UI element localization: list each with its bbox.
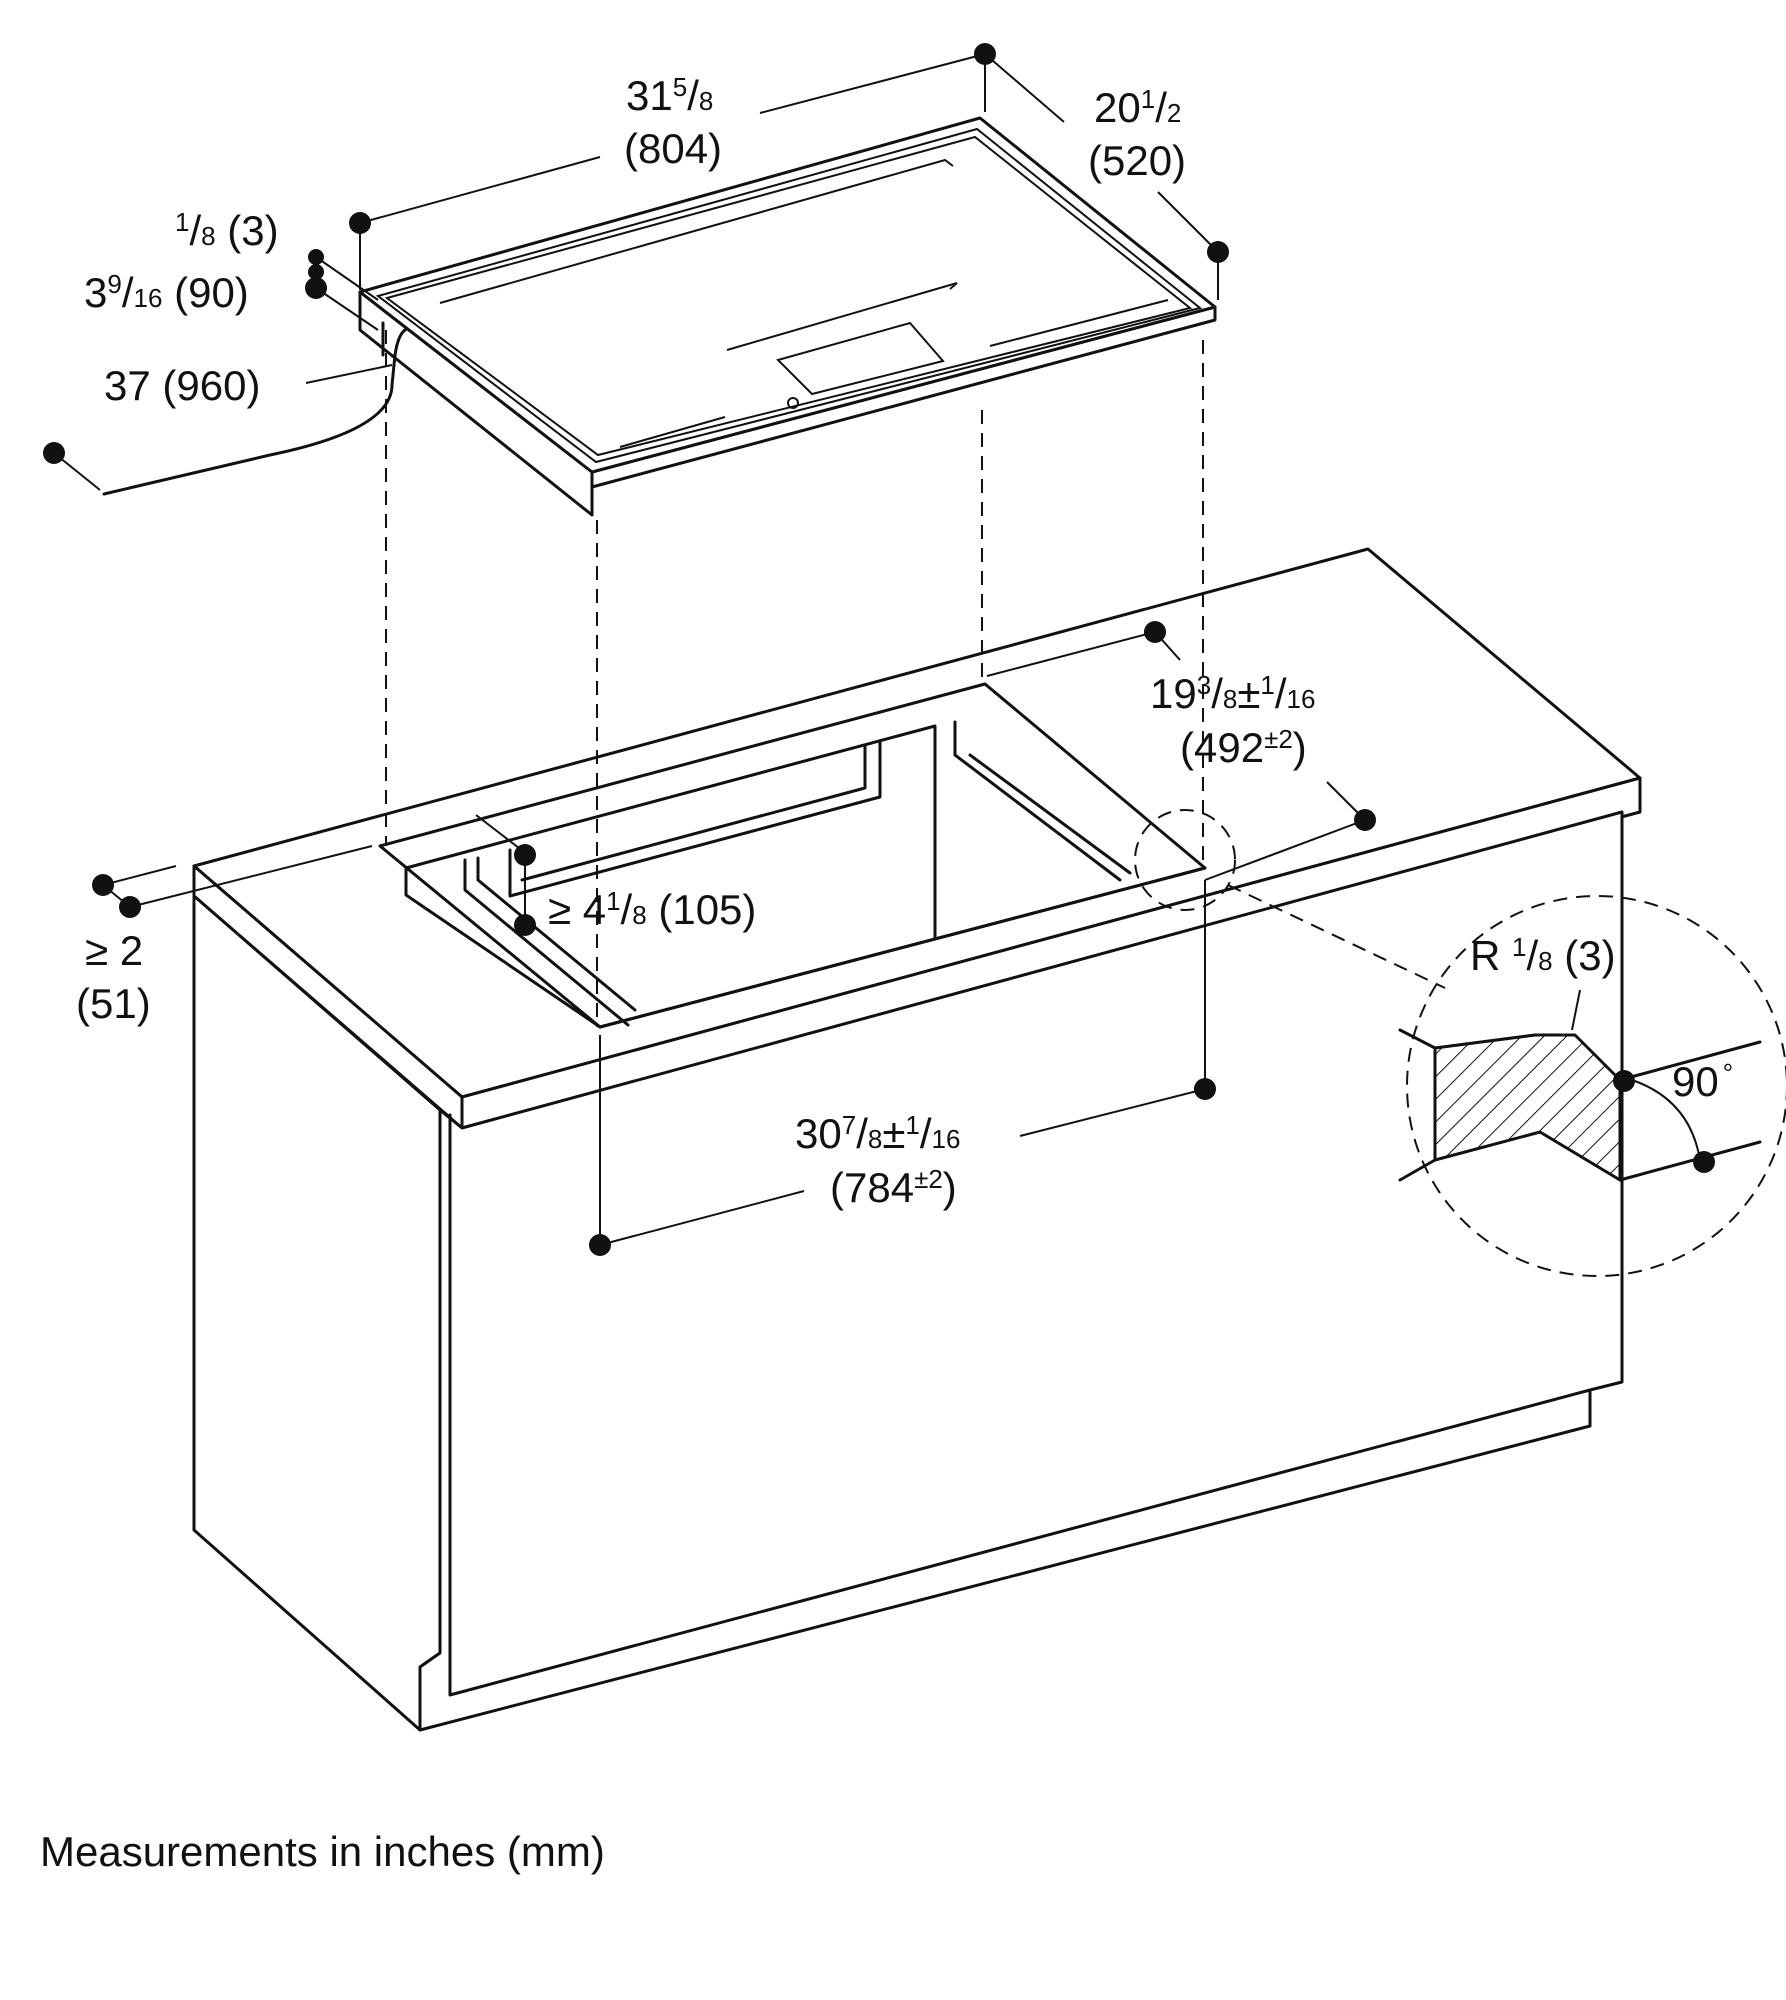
dim-height-line: [315, 287, 379, 331]
dim-front-dot-a: [92, 874, 114, 896]
section-outline-right-bottom: [1618, 1140, 1762, 1182]
dim-cutdepth-mm: (492±2): [1180, 724, 1307, 771]
detail-callout-leader: [1227, 884, 1446, 989]
power-cable: [102, 328, 407, 496]
dim-edge-dot-b: [308, 264, 324, 280]
detail-angle-label: 90°: [1672, 1058, 1733, 1105]
dim-cutdepth-line-d: [1204, 819, 1366, 881]
dim-cutwidth-dot-a: [589, 1234, 611, 1256]
angle-dot-a: [1613, 1070, 1635, 1092]
support-rail-left: [463, 858, 630, 1027]
dim-cutwidth-line-b: [1019, 1088, 1206, 1137]
support-rail-right-2: [968, 753, 1132, 875]
support-rail-back-2: [520, 743, 867, 882]
cooking-zone-mark-2: [726, 282, 958, 351]
cabinet: [192, 547, 1642, 1732]
dim-edge-label: 1/8 (3): [175, 207, 279, 254]
angle-dot-b: [1693, 1151, 1715, 1173]
measurement-caption: Measurements in inches (mm): [40, 1828, 605, 1875]
dim-edge-line: [315, 256, 379, 301]
dim-front-dot-b: [119, 896, 141, 918]
dim-width-label: 315/8: [626, 72, 713, 119]
dim-cutdepth-label: 193/8±1/16: [1150, 670, 1315, 717]
dim-side-label: ≥ 41/8 (105): [548, 886, 756, 933]
dim-front-mm: (51): [76, 980, 151, 1027]
countertop-section: [1433, 1033, 1622, 1182]
cooktop-top-surface: [358, 116, 1217, 474]
dim-front-line-b: [129, 845, 373, 908]
cabinet-door-edge: [448, 1113, 1592, 1697]
support-rail-right: [953, 720, 1122, 882]
cooking-zone-mark-4: [619, 416, 726, 448]
dim-cutwidth-line-a: [599, 1190, 805, 1246]
cooking-zone-mark-3: [989, 299, 1169, 347]
dim-depth-line-a: [984, 53, 1065, 123]
control-panel: [776, 321, 945, 396]
dim-front-line-a: [102, 865, 177, 886]
dim-width-line-b: [759, 53, 986, 114]
dim-height-dot: [305, 277, 327, 299]
cabinet-front: [418, 810, 1624, 1732]
radius-leader: [1571, 989, 1581, 1031]
cutout-inner-left: [404, 866, 602, 1029]
dim-cutwidth-mm: (784±2): [830, 1164, 957, 1211]
support-rail-back: [508, 740, 882, 898]
dim-depth-mm: (520): [1088, 137, 1186, 184]
dim-cable-leader: [305, 364, 393, 384]
dim-width-dot-a: [349, 212, 371, 234]
dim-height-label: 39/16 (90): [84, 269, 249, 316]
angle-arc: [1631, 1079, 1701, 1161]
cooking-zone-mark-1: [439, 158, 954, 304]
power-indicator: [787, 397, 799, 409]
cutout-inner-back: [404, 724, 937, 940]
detail-callout-small: [1134, 809, 1236, 911]
dim-width-mm: (804): [624, 125, 722, 172]
dim-depth-line-b: [1157, 191, 1219, 253]
detail-radius-label: R 1/8 (3): [1470, 932, 1616, 979]
dim-cutdepth-dot-b: [1354, 809, 1376, 831]
dim-cable-label: 37 (960): [104, 362, 260, 409]
dim-cutdepth-line-a: [986, 631, 1156, 677]
section-outline-left: [1398, 1028, 1437, 1050]
section-outline-right-top: [1618, 1040, 1762, 1082]
dim-depth-dot: [1207, 241, 1229, 263]
cable-dim-dot: [43, 442, 65, 464]
dim-width-line-a: [359, 156, 601, 224]
detail-zoom: [1398, 895, 1786, 1277]
support-rail-left-2: [476, 856, 637, 1012]
dim-side-dot-b: [514, 914, 536, 936]
dim-cutwidth-dot-b: [1194, 1078, 1216, 1100]
cooktop: [358, 116, 1217, 517]
dim-cutwidth-label: 307/8±1/16: [795, 1110, 960, 1157]
dim-depth-label: 201/2: [1094, 84, 1181, 131]
cooktop-glass-inner: [384, 135, 1193, 457]
section-outline-bottom: [1398, 1158, 1437, 1182]
dim-edge-dot-a: [308, 249, 324, 265]
cooktop-glass-inner-2: [375, 127, 1203, 464]
dim-front-label: ≥ 2: [85, 927, 143, 974]
dim-side-dot-a: [514, 844, 536, 866]
cutout-front-lip: [598, 866, 1207, 1029]
dim-cutdepth-dot-a: [1144, 621, 1166, 643]
